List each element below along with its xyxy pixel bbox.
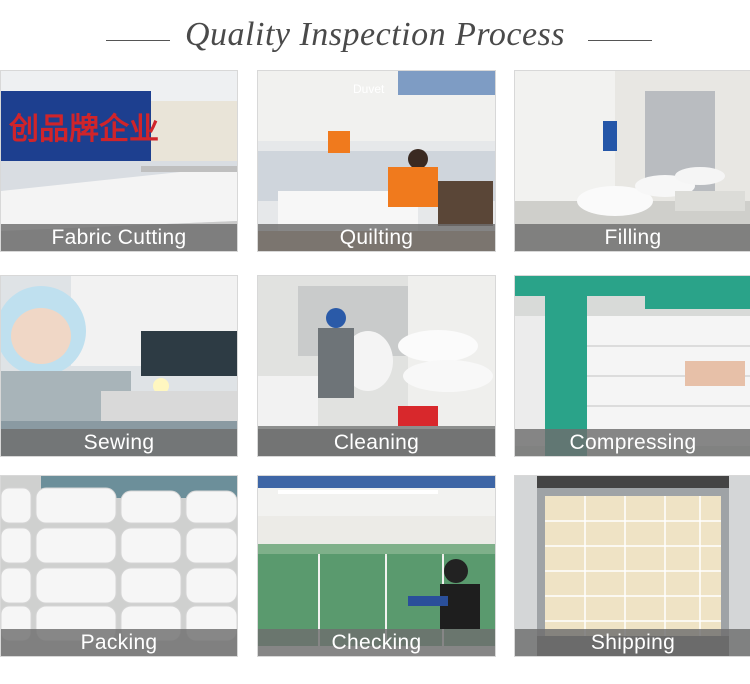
duvet-sign-text: Duvet [353, 82, 385, 96]
compressing-photo [515, 276, 750, 456]
step-label: Cleaning [258, 429, 495, 456]
step-label: Shipping [515, 629, 750, 656]
step-compressing: Compressing [514, 275, 750, 457]
step-fabric-cutting: 创品牌企业 Fabric Cutting [0, 70, 238, 252]
factory-sign-text: 创品牌企业 [8, 112, 159, 147]
step-label: Quilting [258, 224, 495, 251]
page-title: Quality Inspection Process [185, 16, 565, 53]
step-label: Filling [515, 224, 750, 251]
title-rule-left [106, 40, 170, 41]
step-label: Fabric Cutting [1, 224, 237, 251]
step-shipping: Shipping [514, 475, 750, 657]
step-checking: Checking [257, 475, 496, 657]
step-label: Packing [1, 629, 237, 656]
step-label: Checking [258, 629, 495, 656]
step-filling: Filling [514, 70, 750, 252]
step-sewing: Sewing [0, 275, 238, 457]
title-rule-right [588, 40, 652, 41]
page-header: Quality Inspection Process [0, 0, 750, 70]
step-label: Sewing [1, 429, 237, 456]
step-label: Compressing [515, 429, 750, 456]
filling-photo [515, 71, 750, 251]
step-quilting: Duvet Quilting [257, 70, 496, 252]
step-packing: Packing [0, 475, 238, 657]
cleaning-photo [258, 276, 495, 456]
checking-photo [258, 476, 495, 656]
step-cleaning: Cleaning [257, 275, 496, 457]
shipping-photo [515, 476, 750, 656]
